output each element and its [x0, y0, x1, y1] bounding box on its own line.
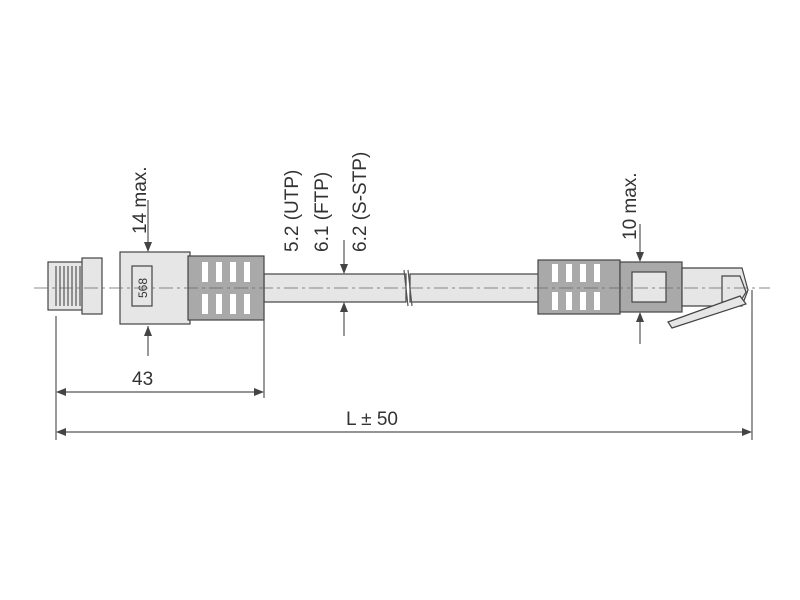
- dimension-total-length: L ± 50: [56, 409, 752, 436]
- connector-label-box: [131, 265, 153, 307]
- left-boot: [187, 255, 265, 321]
- dimension-14-max-label: 14 max.: [130, 166, 151, 234]
- cable: [263, 269, 541, 307]
- left-connector: 568: [47, 251, 265, 325]
- dimension-total-length-label: L ± 50: [346, 409, 398, 430]
- dimension-cable-diameter: 5.2 (UTP) 6.1 (FTP) 6.2 (S-STP): [282, 152, 371, 336]
- dimension-sstp-label: 6.2 (S-STP): [350, 152, 371, 252]
- dimension-10-max: 10 max.: [620, 172, 644, 344]
- dimension-10-max-label: 10 max.: [620, 172, 641, 240]
- right-boot: [537, 259, 621, 315]
- dimension-43-label: 43: [132, 369, 153, 390]
- dimension-14-max: 14 max.: [130, 166, 152, 356]
- dimension-43: 43: [56, 369, 264, 396]
- right-connector: [537, 259, 749, 329]
- dimension-ftp-label: 6.1 (FTP): [312, 172, 333, 252]
- left-plug-contacts: [55, 266, 81, 306]
- dimension-utp-label: 5.2 (UTP): [282, 170, 303, 252]
